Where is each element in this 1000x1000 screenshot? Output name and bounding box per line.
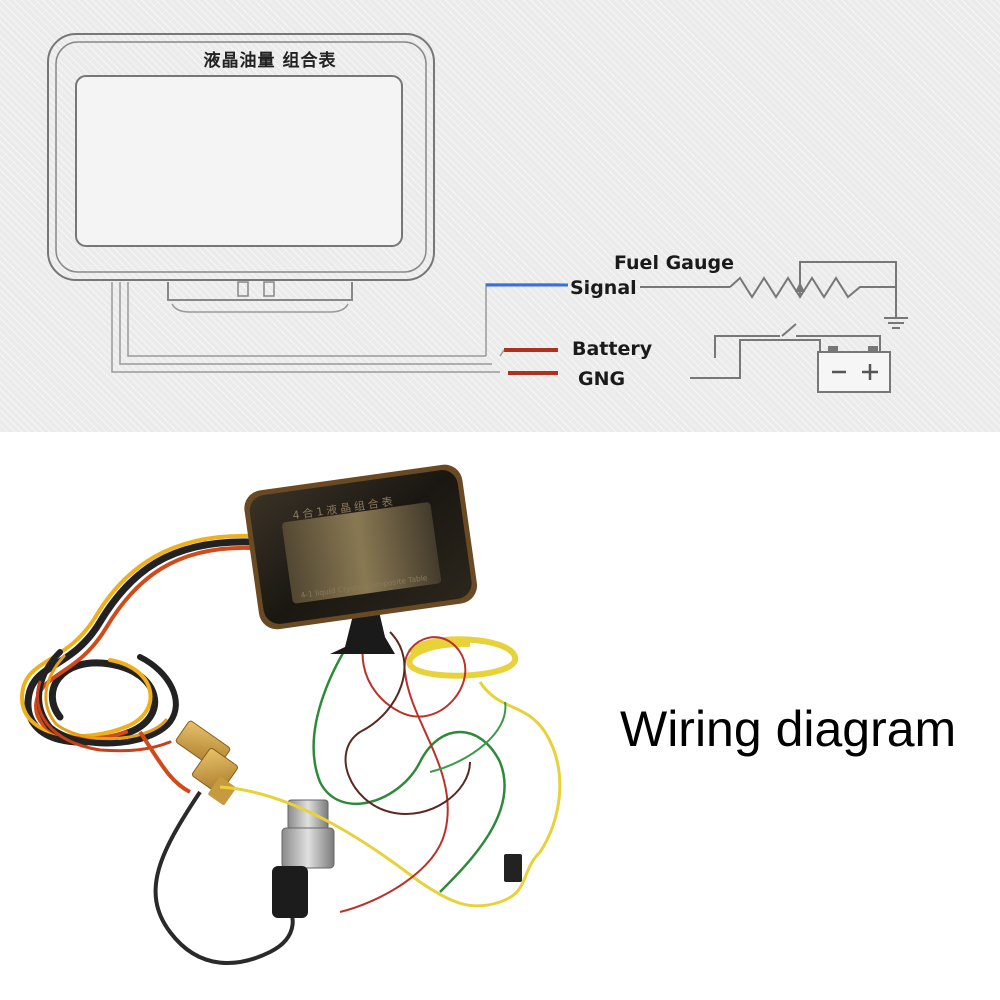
- small-connector: [504, 854, 522, 882]
- cable-to-signal: [485, 283, 560, 356]
- signal-label: Signal: [570, 277, 637, 299]
- device-screen: [75, 75, 403, 247]
- battery-terminal-neg: [828, 346, 838, 353]
- gng-circuit-line: [690, 339, 821, 379]
- red-wire: [339, 611, 467, 913]
- device-stand: [167, 282, 353, 301]
- stand-foot: [171, 303, 349, 313]
- yellow-cable: [219, 681, 562, 908]
- cable-to-sensor: [138, 730, 191, 794]
- device-title: 液晶油量 组合表: [203, 51, 337, 71]
- product-photo-drawing: [19, 464, 562, 966]
- yellow-coil: [406, 636, 518, 679]
- schematic-diagram: 液晶油量 组合表 Fuel Gauge Signal Battery GNG: [0, 0, 1000, 432]
- battery-terminal-pos: [868, 346, 878, 353]
- device-outer-frame: [47, 33, 435, 281]
- schematic-drawing: [47, 33, 908, 393]
- battery-circuit-line: [714, 335, 780, 358]
- battery-symbol: [817, 351, 891, 393]
- lcd-stand: [330, 607, 395, 654]
- product-photo: 4合1液晶组合表 4-1 liquid Crystal Composite Ta…: [0, 432, 1000, 1000]
- battery-wire-lead: [499, 349, 505, 357]
- wiper-arrow: [795, 282, 805, 292]
- stand-tab-right: [263, 281, 275, 297]
- fuel-gauge-label: Fuel Gauge: [614, 252, 735, 274]
- green-wire: [312, 606, 506, 893]
- wiper-lead: [799, 261, 897, 318]
- battery-label: Battery: [572, 338, 653, 360]
- switch-to-battery: [796, 335, 881, 352]
- device-inner-frame: [55, 41, 427, 273]
- fuel-gauge-resistor: [729, 276, 895, 299]
- lcd-meter: [244, 464, 478, 630]
- gng-label: GNG: [578, 368, 626, 390]
- brass-sensor: [175, 720, 238, 805]
- stand-tab-left: [237, 281, 249, 297]
- brown-wire: [344, 631, 471, 815]
- switch-blade: [781, 323, 797, 337]
- cable-coil: [19, 533, 254, 753]
- pressure-sensor: [272, 799, 335, 918]
- wiring-diagram-caption: Wiring diagram: [620, 701, 957, 757]
- green-wire-2: [429, 701, 507, 773]
- cable-bundle: [111, 282, 500, 373]
- black-cable: [153, 790, 295, 966]
